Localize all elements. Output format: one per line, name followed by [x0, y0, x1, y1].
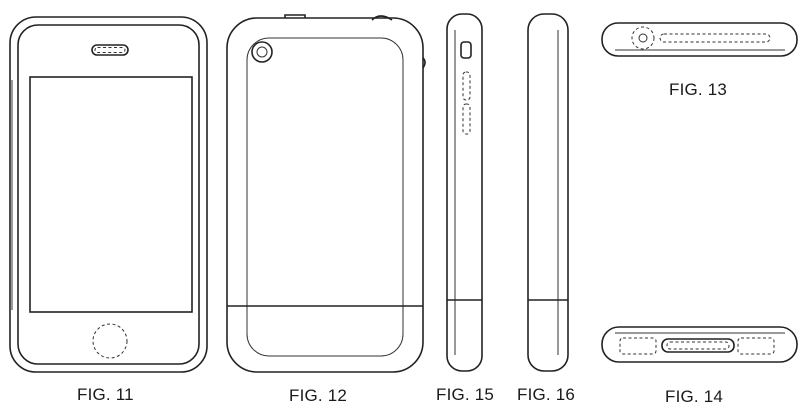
right-side-body — [527, 13, 569, 372]
fig-14-bottom-view — [601, 326, 798, 363]
fig-16-label: FIG. 16 — [517, 385, 576, 404]
earpiece-slot — [91, 44, 129, 56]
dock-connector-pins — [666, 341, 730, 350]
earpiece-grille — [94, 47, 126, 53]
top-camera-center — [638, 33, 648, 43]
camera-lens-outer — [251, 41, 273, 63]
speaker-grille-left — [619, 337, 657, 355]
top-edge-body — [601, 22, 798, 57]
top-camera-outline — [631, 26, 655, 50]
fig-12-label: FIG. 12 — [289, 386, 348, 405]
fig-12-back-view — [226, 14, 426, 373]
display-screen — [29, 76, 193, 313]
front-outer-shell — [9, 16, 208, 373]
home-button — [92, 323, 128, 359]
speaker-grille-right — [737, 337, 775, 355]
fig-15-label: FIG. 15 — [436, 385, 495, 404]
volume-down-button — [462, 103, 471, 135]
side-switch-detail — [422, 57, 426, 69]
fig-14-label: FIG. 14 — [665, 387, 724, 406]
ring-silent-switch — [460, 41, 472, 59]
top-edge-detail — [284, 14, 306, 18]
fig-11-label: FIG. 11 — [77, 385, 134, 404]
fig-13-label: FIG. 13 — [669, 80, 728, 99]
bottom-edge-body — [601, 326, 798, 363]
dock-connector — [661, 338, 735, 353]
fig-15-left-side-view — [446, 13, 483, 372]
volume-up-button — [462, 71, 471, 101]
top-edge-slot — [659, 33, 771, 43]
fig-13-top-view — [601, 22, 798, 57]
back-inner-contour — [246, 37, 404, 357]
fig-11-front-view — [9, 16, 208, 373]
camera-lens-inner — [256, 46, 268, 58]
fig-16-right-side-view — [527, 13, 569, 372]
back-outer-shell — [226, 17, 424, 373]
front-bezel — [17, 24, 200, 365]
top-right-button — [371, 15, 393, 21]
left-side-body — [446, 13, 483, 372]
